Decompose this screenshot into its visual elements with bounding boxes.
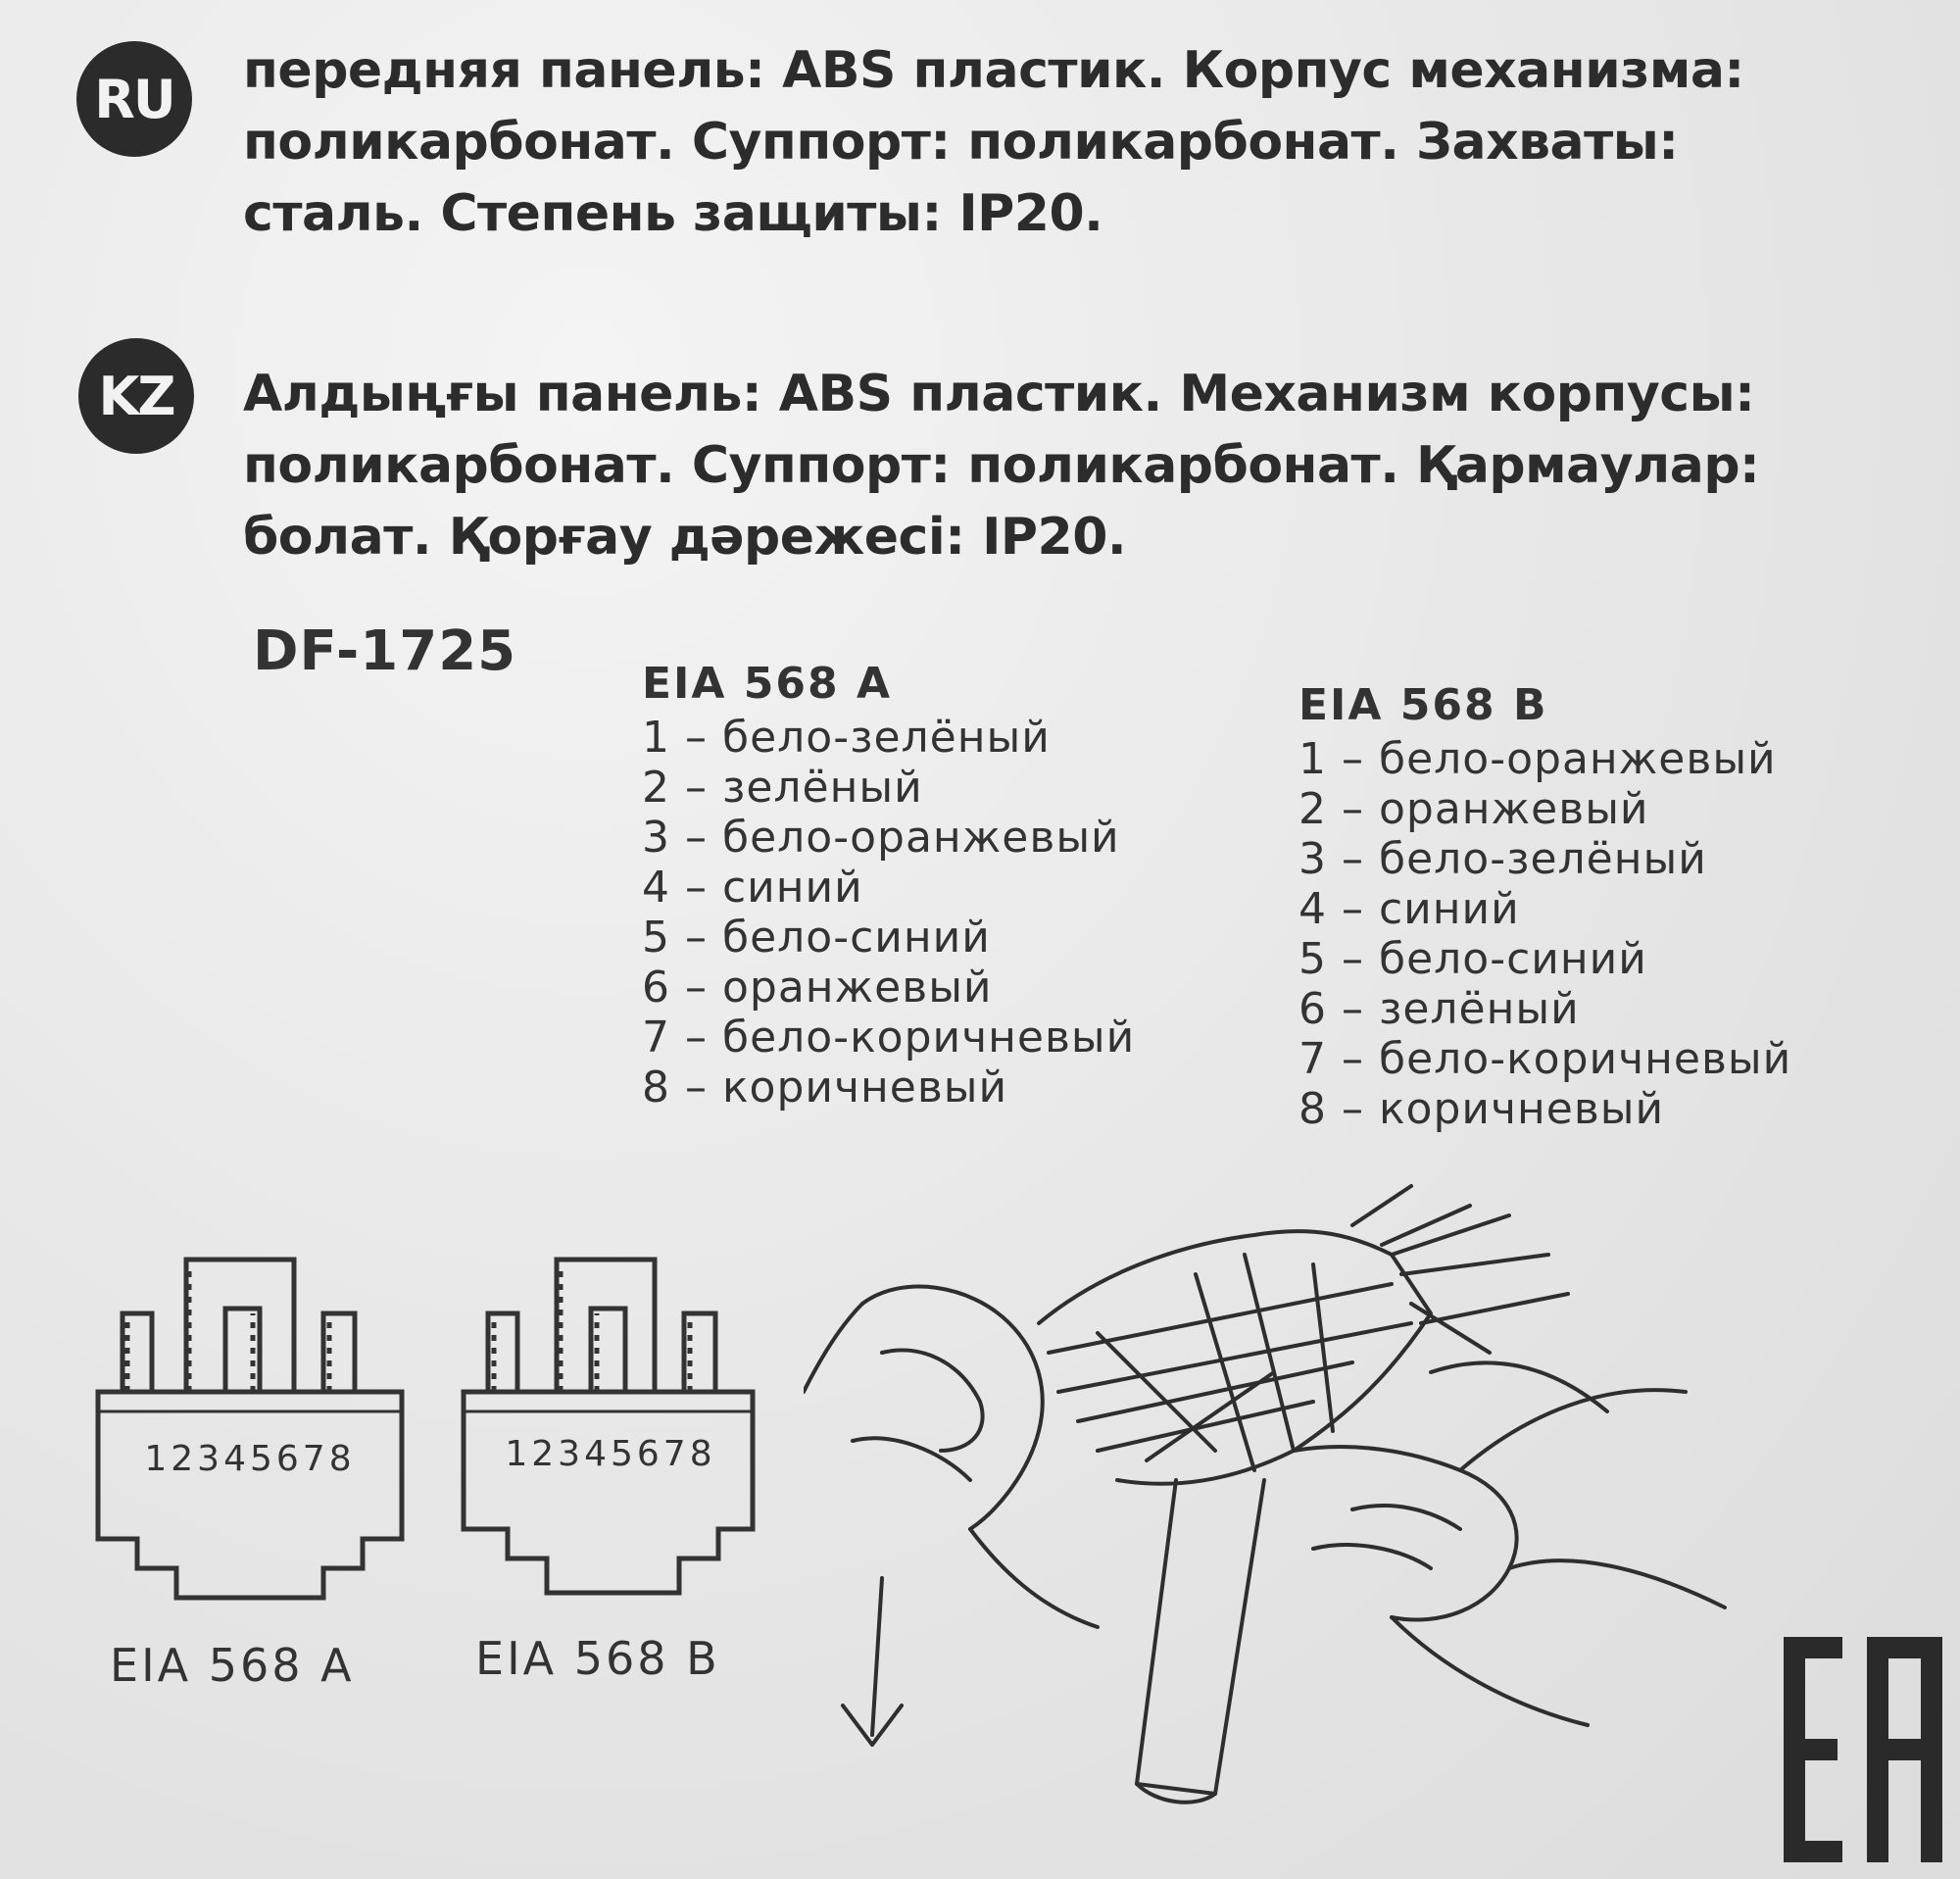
- jack-b-pin-numbers: 12345678: [505, 1434, 715, 1474]
- standard-b-pin-3: 3 – бело-зелёный: [1298, 834, 1707, 884]
- standard-a-pinout: EIA 568 A 1 – бело-зелёный 2 – зелёный 3…: [642, 659, 1135, 1113]
- kz-line-2: поликарбонат. Суппорт: поликарбонат. Қар…: [243, 436, 1760, 495]
- ru-badge-text: RU: [94, 68, 175, 130]
- standard-a-pin-4: 4 – синий: [642, 863, 863, 913]
- kz-description: Алдыңғы панель: ABS пластик. Механизм ко…: [243, 359, 1929, 573]
- standard-b-pin-2: 2 – оранжевый: [1298, 784, 1649, 834]
- standard-b-pin-1: 1 – бело-оранжевый: [1298, 734, 1777, 784]
- standard-a-pin-6: 6 – оранжевый: [642, 963, 993, 1013]
- jack-a-pin-numbers: 12345678: [144, 1439, 355, 1479]
- ru-line-2: поликарбонат. Суппорт: поликарбонат. Зах…: [243, 113, 1679, 172]
- standard-b-pin-4: 4 – синий: [1298, 884, 1520, 934]
- jack-a-diagram: 12345678: [95, 1257, 405, 1601]
- standard-a-pin-5: 5 – бело-синий: [642, 913, 991, 963]
- standard-a-pin-2: 2 – зелёный: [642, 763, 923, 813]
- kz-badge-text: KZ: [98, 365, 176, 427]
- cable-crimping-illustration: [804, 1184, 1727, 1805]
- standard-b-pin-7: 7 – бело-коричневый: [1298, 1034, 1792, 1084]
- standard-a-pin-8: 8 – коричневый: [642, 1063, 1008, 1113]
- ru-language-badge: RU: [76, 41, 192, 157]
- ru-line-3: сталь. Степень защиты: IP20.: [243, 184, 1103, 243]
- eac-certification-mark: [1784, 1637, 1942, 1862]
- standard-a-title: EIA 568 A: [642, 659, 893, 709]
- ru-line-1: передняя панель: ABS пластик. Корпус мех…: [243, 41, 1744, 100]
- standard-b-pin-6: 6 – зелёный: [1298, 984, 1580, 1034]
- standard-a-pin-1: 1 – бело-зелёный: [642, 713, 1051, 763]
- kz-line-3: болат. Қорғау дәрежесі: IP20.: [243, 508, 1127, 567]
- standard-b-pin-8: 8 – коричневый: [1298, 1084, 1665, 1134]
- kz-language-badge: KZ: [78, 338, 194, 454]
- standard-a-pin-3: 3 – бело-оранжевый: [642, 813, 1120, 863]
- standard-b-title: EIA 568 B: [1298, 680, 1548, 730]
- jack-b-label: EIA 568 B: [475, 1632, 720, 1685]
- model-number: DF-1725: [253, 619, 517, 683]
- standard-b-pin-5: 5 – бело-синий: [1298, 934, 1647, 984]
- standard-b-pinout: EIA 568 B 1 – бело-оранжевый 2 – оранжев…: [1298, 680, 1791, 1134]
- jack-b-diagram: 12345678: [461, 1257, 756, 1596]
- ru-description: передняя панель: ABS пластик. Корпус мех…: [243, 35, 1929, 250]
- kz-line-1: Алдыңғы панель: ABS пластик. Механизм ко…: [243, 365, 1755, 423]
- standard-a-pin-7: 7 – бело-коричневый: [642, 1013, 1136, 1063]
- jack-a-label: EIA 568 A: [110, 1639, 355, 1692]
